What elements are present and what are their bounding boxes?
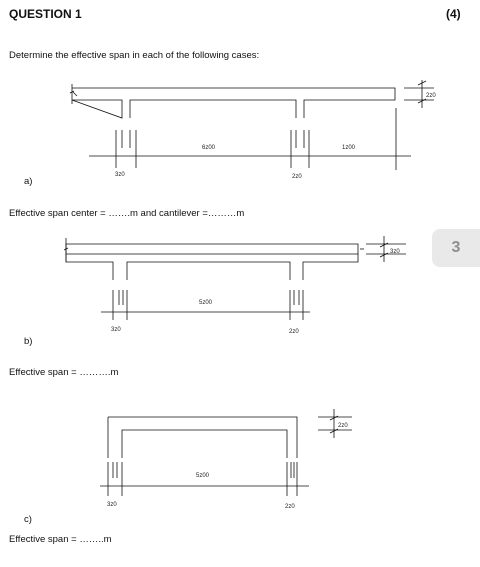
dim-b-depth: 3z0 xyxy=(390,249,400,255)
dim-a-span: 6z00 xyxy=(202,145,216,151)
case-b-label: b) xyxy=(24,336,33,347)
dim-c-left-support: 3z0 xyxy=(107,502,117,508)
dim-a-cantilever: 1z00 xyxy=(342,145,356,151)
case-a-answer: Effective span center = …….m and cantile… xyxy=(9,208,245,219)
dim-a-left-support: 3z0 xyxy=(115,172,125,178)
dim-a-right-support: 2z0 xyxy=(292,174,302,180)
dim-b-span: 5z00 xyxy=(199,300,213,306)
case-c-label: c) xyxy=(24,514,32,525)
case-c-answer: Effective span = ……..m xyxy=(9,534,112,545)
diagram-a xyxy=(69,80,434,170)
dim-b-left-support: 3z0 xyxy=(111,327,121,333)
question-title: QUESTION 1 xyxy=(9,7,82,21)
diagram-c xyxy=(100,409,352,496)
dim-c-right-support: 2z0 xyxy=(285,504,295,510)
dim-b-right-support: 2z0 xyxy=(289,329,299,335)
dim-c-depth: 2z0 xyxy=(338,423,348,429)
page-number-badge[interactable]: 3 xyxy=(432,229,480,267)
marks-label: (4) xyxy=(446,7,461,21)
dim-c-span: 5z00 xyxy=(196,473,210,479)
case-b-answer: Effective span = ……….m xyxy=(9,367,119,378)
instruction-text: Determine the effective span in each of … xyxy=(9,50,260,61)
dim-a-depth: 2z0 xyxy=(426,93,436,99)
diagram-b xyxy=(63,236,406,320)
case-a-label: a) xyxy=(24,176,33,187)
